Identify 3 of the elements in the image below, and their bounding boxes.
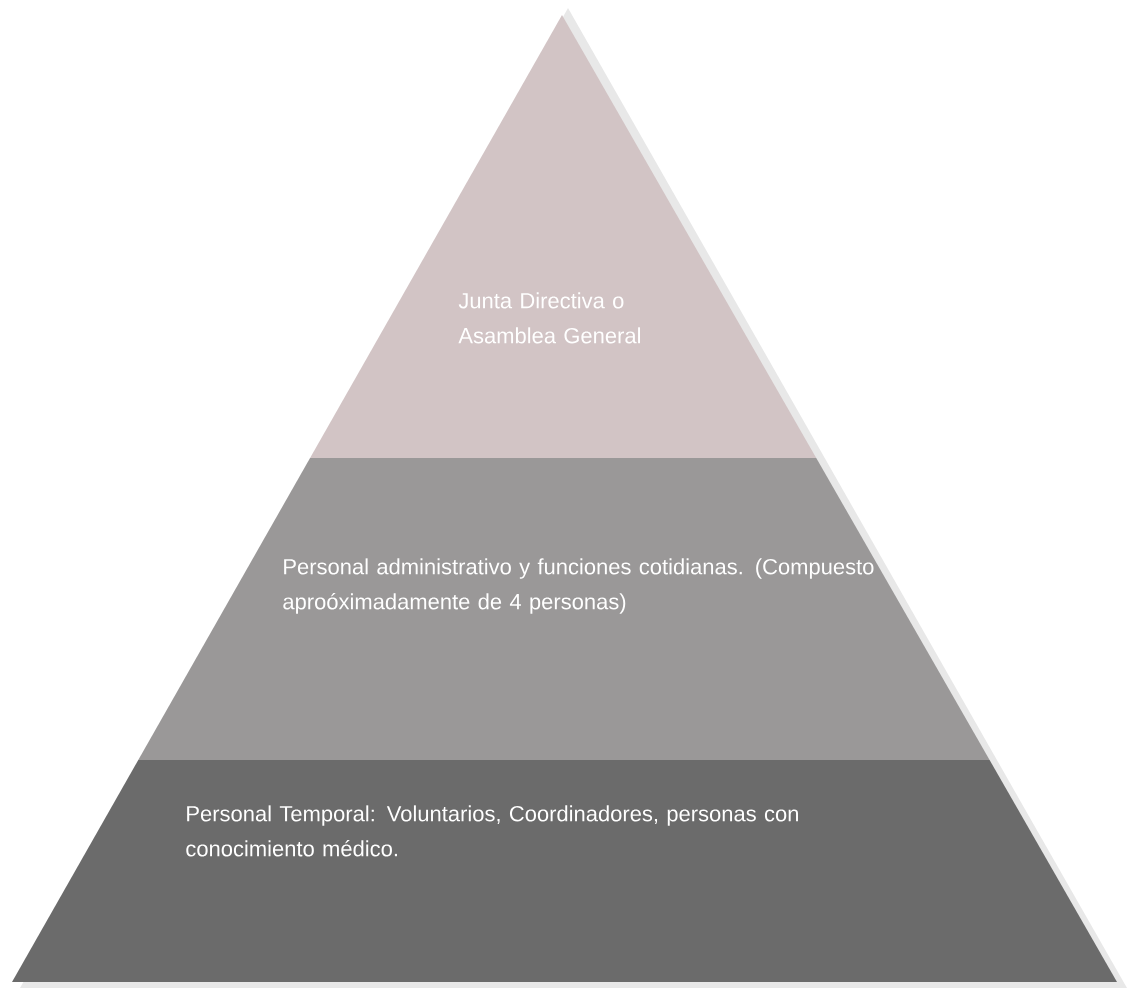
pyramid-level: Personal Temporal: Voluntarios, Coordinadores, personas con conocimiento médico. — [12, 760, 1117, 982]
pyramid-level: Personal administrativo y funciones cotidianas. (Compuesto aproóximadamente de 4 personas) — [138, 458, 990, 760]
pyramid-level: Junta Directiva o Asamblea General — [310, 15, 817, 458]
